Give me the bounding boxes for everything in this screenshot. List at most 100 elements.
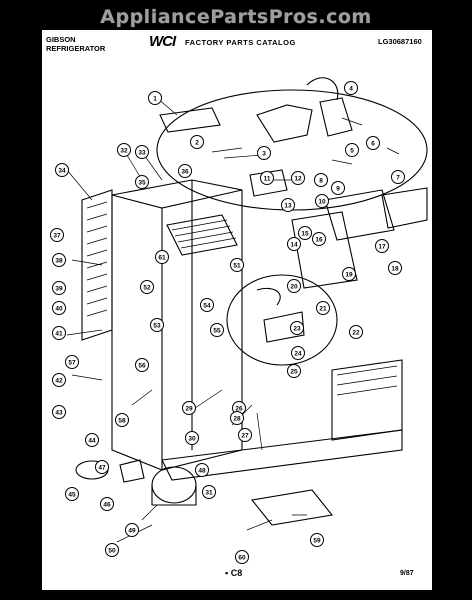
callout-circle — [135, 175, 149, 189]
callout-47: 47 — [95, 460, 109, 474]
callout-circle — [210, 323, 224, 337]
part-thermostat-bracket — [263, 311, 305, 343]
callout-53: 53 — [150, 318, 164, 332]
callout-label: 5 — [350, 147, 354, 154]
callout-circle — [230, 258, 244, 272]
callout-circle — [195, 463, 209, 477]
callout-label: 39 — [55, 285, 63, 292]
callout-label: 56 — [138, 362, 146, 369]
callout-circle — [135, 358, 149, 372]
callout-label: 61 — [158, 254, 166, 261]
callout-28: 28 — [230, 411, 244, 425]
callout-circle — [85, 433, 99, 447]
callout-label: 3 — [262, 150, 266, 157]
callout-circle — [185, 431, 199, 445]
callout-label: 43 — [55, 409, 63, 416]
callout-circle — [65, 487, 79, 501]
callout-circle — [52, 326, 66, 340]
callout-label: 34 — [58, 167, 66, 174]
part-timer — [319, 97, 353, 137]
page-code-value: C8 — [230, 568, 243, 578]
evaporator — [166, 214, 238, 256]
callout-45: 45 — [65, 487, 79, 501]
callout-label: 9 — [336, 185, 340, 192]
callout-circle — [314, 173, 328, 187]
callout-label: 10 — [318, 198, 326, 205]
callout-circle — [235, 550, 249, 564]
callout-label: 42 — [55, 377, 63, 384]
callout-label: 57 — [68, 359, 76, 366]
callout-label: 2 — [195, 139, 199, 146]
callout-38: 38 — [52, 253, 66, 267]
part-drain-pan — [250, 489, 334, 526]
callout-circle — [388, 261, 402, 275]
callout-59: 59 — [310, 533, 324, 547]
callout-4: 4 — [344, 81, 358, 95]
callout-60: 60 — [235, 550, 249, 564]
callout-label: 15 — [301, 230, 309, 237]
callout-circle — [100, 497, 114, 511]
callout-55: 55 — [210, 323, 224, 337]
callout-circle — [281, 198, 295, 212]
callout-42: 42 — [52, 373, 66, 387]
callout-label: 28 — [233, 415, 241, 422]
callout-circle — [52, 373, 66, 387]
part-control-box — [324, 189, 395, 241]
callout-label: 55 — [213, 327, 221, 334]
callout-circle — [148, 91, 162, 105]
callout-label: 59 — [313, 537, 321, 544]
callout-61: 61 — [155, 250, 169, 264]
callout-label: 20 — [290, 283, 298, 290]
callout-circle — [290, 321, 304, 335]
callout-circle — [52, 253, 66, 267]
callout-circle — [105, 543, 119, 557]
callout-label: 6 — [371, 140, 375, 147]
callout-circle — [238, 428, 252, 442]
callout-36: 36 — [178, 164, 192, 178]
callout-label: 21 — [319, 305, 327, 312]
callout-12: 12 — [291, 171, 305, 185]
callout-6: 6 — [366, 136, 380, 150]
callout-label: 17 — [378, 243, 386, 250]
callout-label: 19 — [345, 271, 353, 278]
callout-circle — [202, 485, 216, 499]
callout-label: 36 — [181, 168, 189, 175]
callout-circle — [200, 298, 214, 312]
callout-circle — [178, 164, 192, 178]
callout-circle — [349, 325, 363, 339]
callout-label: 52 — [143, 284, 151, 291]
callout-circle — [345, 143, 359, 157]
callout-circle — [190, 135, 204, 149]
callout-41: 41 — [52, 326, 66, 340]
callout-48: 48 — [195, 463, 209, 477]
callout-label: 12 — [294, 175, 302, 182]
callout-1: 1 — [148, 91, 162, 105]
callout-circle — [291, 346, 305, 360]
callout-3: 3 — [257, 146, 271, 160]
part-control-housing — [381, 187, 428, 229]
callout-label: 26 — [235, 405, 243, 412]
part-wire-lead — [306, 77, 339, 101]
callout-7: 7 — [391, 170, 405, 184]
product-name: REFRIGERATOR — [46, 44, 106, 53]
brand-name: GIBSON — [46, 35, 76, 44]
callout-circle — [287, 279, 301, 293]
callout-circle — [55, 163, 69, 177]
callout-14: 14 — [287, 237, 301, 251]
part-relay — [119, 459, 145, 483]
callout-label: 25 — [290, 368, 298, 375]
part-bracket — [256, 104, 313, 143]
callout-57: 57 — [65, 355, 79, 369]
callout-label: 58 — [118, 417, 126, 424]
callout-label: 32 — [120, 147, 128, 154]
callout-24: 24 — [291, 346, 305, 360]
callout-circle — [52, 281, 66, 295]
callout-circle — [344, 81, 358, 95]
callout-34: 34 — [55, 163, 69, 177]
callout-label: 14 — [290, 241, 298, 248]
parts-catalog-sheet: GIBSON REFRIGERATOR WCI FACTORY PARTS CA… — [42, 30, 432, 590]
callout-circle — [117, 143, 131, 157]
callout-circle — [310, 533, 324, 547]
